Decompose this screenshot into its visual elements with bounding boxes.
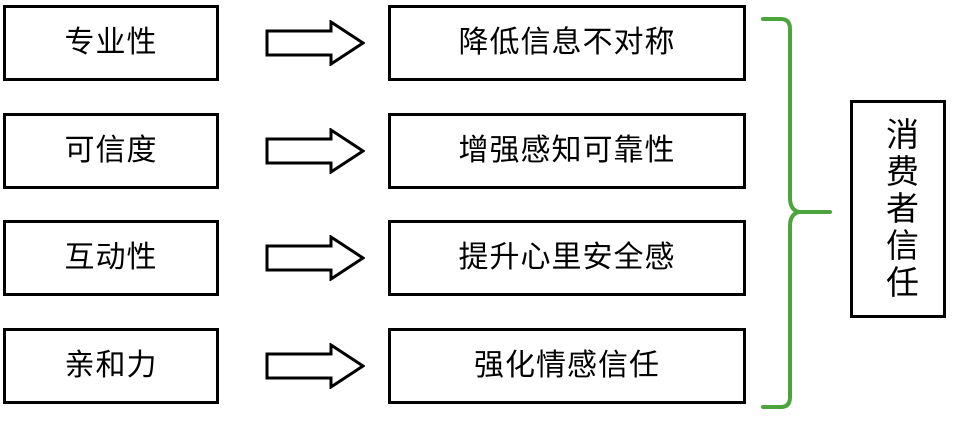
arrow-right-icon-1 [265, 20, 365, 66]
outcome-box-1: 降低信息不对称 [388, 5, 746, 81]
arrow-right-icon-4 [265, 343, 365, 389]
result-label: 消费者信任 [880, 116, 917, 302]
outcome-box-2: 增强感知可靠性 [388, 113, 746, 189]
outcome-label-4: 强化情感信任 [474, 349, 660, 382]
outcome-label-1: 降低信息不对称 [458, 26, 676, 59]
antecedent-box-3: 互动性 [3, 220, 219, 296]
arrow-right-icon-2 [265, 128, 365, 174]
outcome-box-3: 提升心里安全感 [388, 220, 746, 296]
antecedent-label-1: 专业性 [64, 26, 158, 59]
antecedent-box-4: 亲和力 [3, 328, 219, 404]
antecedent-label-3: 互动性 [64, 241, 158, 274]
arrow-right-icon-3 [265, 235, 365, 281]
antecedent-box-2: 可信度 [3, 113, 219, 189]
antecedent-label-2: 可信度 [64, 134, 158, 167]
outcome-label-3: 提升心里安全感 [458, 241, 676, 274]
right-curly-brace-icon [755, 8, 845, 418]
result-box: 消费者信任 [850, 100, 946, 318]
outcome-box-4: 强化情感信任 [388, 328, 746, 404]
outcome-label-2: 增强感知可靠性 [458, 134, 676, 167]
antecedent-box-1: 专业性 [3, 5, 219, 81]
antecedent-label-4: 亲和力 [64, 349, 158, 382]
